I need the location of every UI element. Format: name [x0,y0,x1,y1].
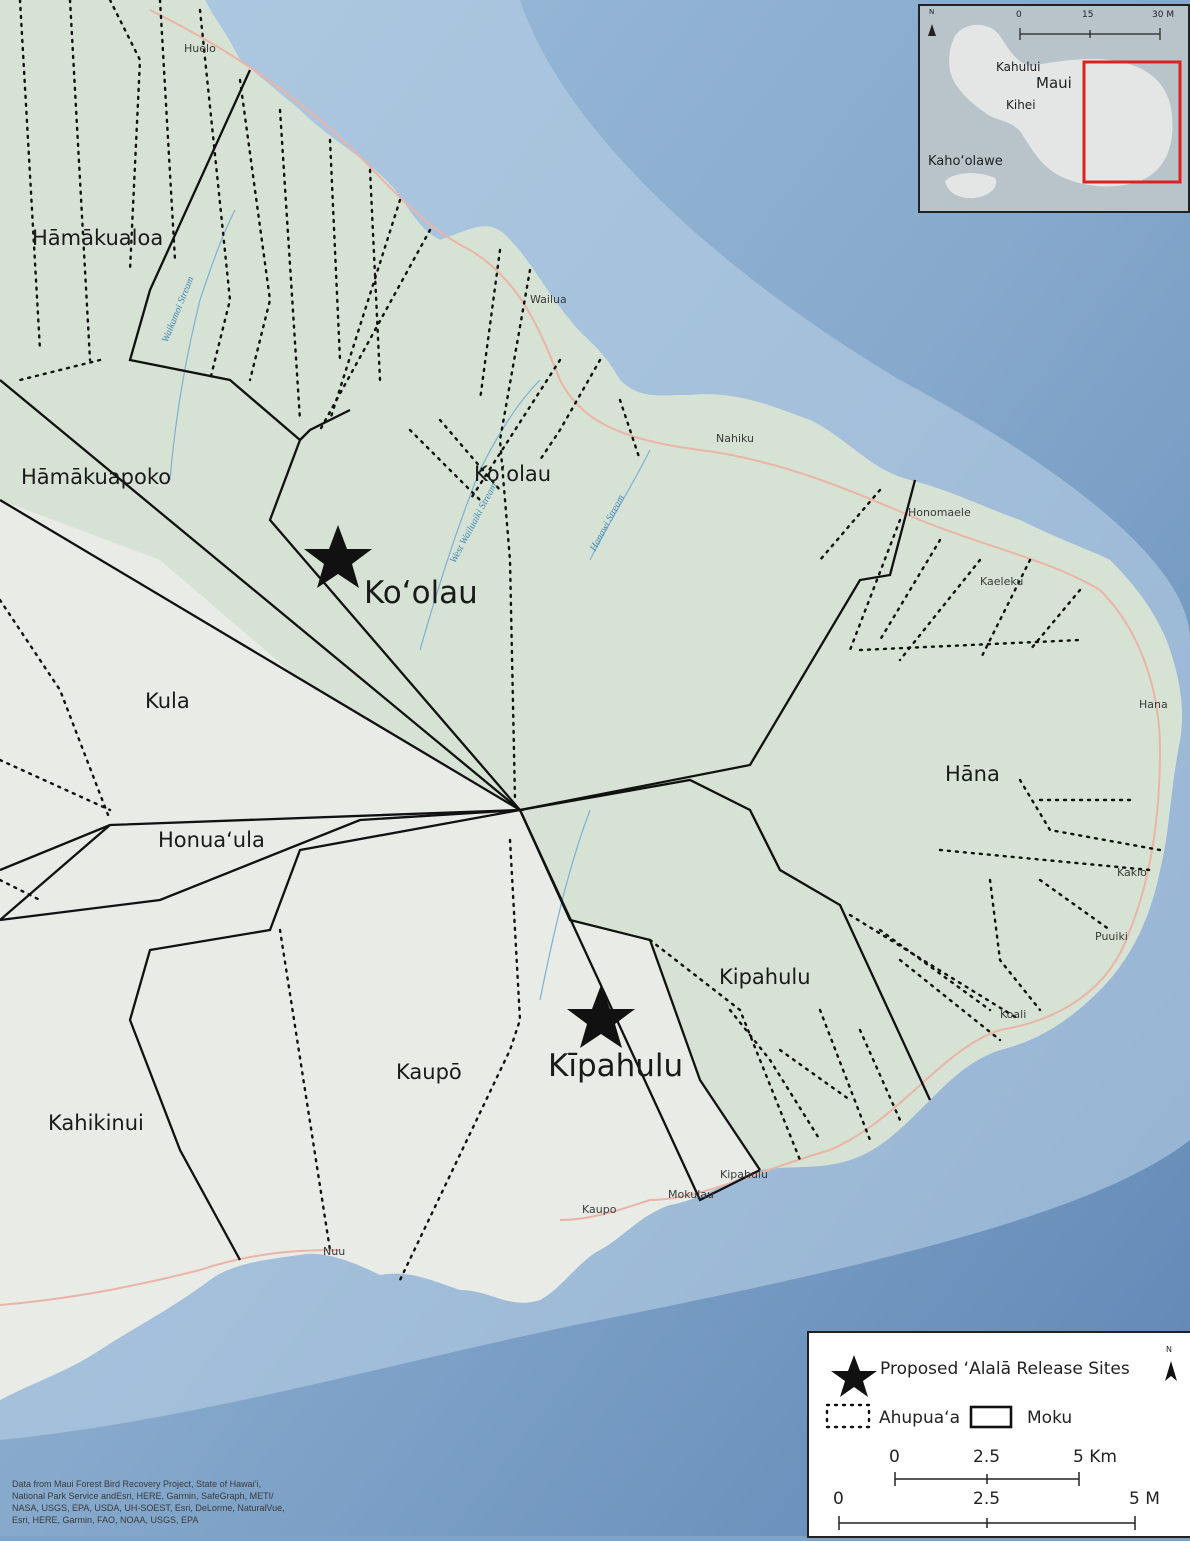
inset-label-kahului: Kahului [996,60,1041,74]
credit-line: Data from Maui Forest Bird Recovery Proj… [12,1479,262,1489]
data-credits: Data from Maui Forest Bird Recovery Proj… [12,1478,352,1526]
moku-label-kahikinui: Kahikinui [48,1111,144,1135]
legend-ahupuaa-label: Ahupua‘a [879,1408,960,1428]
legend-north-arrow-icon [1165,1361,1177,1381]
moku-label-hana: Hāna [945,762,1000,786]
moku-label-hamakuapoko: Hāmākuapoko [21,465,172,489]
inset-locator-map: N 0 15 30 M Kahului Maui Kihei Kaho‘olaw… [918,4,1190,213]
place-label-kaupo: Kaupo [582,1203,617,1216]
inset-label-maui: Maui [1036,74,1072,92]
moku-label-kula: Kula [145,689,190,713]
legend-release-sites-label: Proposed ‘Alalā Release Sites [880,1359,1130,1379]
legend-mi-tick-2-5: 2.5 [973,1489,1001,1509]
moku-label-kaupo: Kaupō [396,1060,462,1084]
inset-label-kihei: Kihei [1006,98,1036,112]
legend-ahupuaa-swatch [825,1403,871,1429]
place-label-kakio: Kakio [1117,866,1147,879]
legend-mi-tick-0: 0 [833,1489,844,1509]
credit-line: NASA, USGS, EPA, USDA, UH-SOEST, Esri, D… [12,1503,285,1513]
stream [589,449,651,561]
road [149,9,1162,1221]
credit-line: Esri, HERE, Garmin, FAO, NOAA, USGS, EPA [12,1515,199,1525]
moku-label-kipahulu: Kipahulu [719,965,811,989]
inset-maui-island [949,24,1173,187]
legend-north-label: N [1166,1345,1172,1354]
inset-extent-box [1082,60,1182,184]
legend-km-tick-2-5: 2.5 [973,1447,1001,1467]
place-label-huelo: Huelo [184,42,216,55]
inset-north-label: N [929,8,935,16]
stream [169,209,236,481]
release-site-label-kipahulu: Kīpahulu [548,1048,684,1084]
place-label-hana: Hana [1139,698,1168,711]
credit-line: National Park Service andEsri, HERE, Gar… [12,1491,274,1501]
legend-moku-swatch [969,1405,1013,1429]
moku-label-koolau: Ko‘olau [474,462,552,486]
inset-canvas [928,24,1182,199]
legend-mi-tick-5: 5 M [1129,1489,1160,1509]
inset-label-kahoolawe: Kaho‘olawe [928,154,1003,169]
legend-star-icon [831,1355,877,1397]
ahupuaa-boundaries [0,0,1162,1282]
inset-north-arrow-icon [928,24,936,36]
inset-scale-tick-30: 30 M [1152,10,1175,20]
place-label-kaeleku: Kaeleku [980,575,1024,588]
legend-km-tick-0: 0 [889,1447,900,1467]
place-label-kipahulu: Kipahulu [720,1168,768,1181]
place-label-wailua: Wailua [530,293,567,306]
place-label-puuiki: Puuiki [1095,930,1128,943]
stream [539,809,591,1001]
legend-moku-label: Moku [1027,1408,1073,1428]
moku-label-honuaula: Honua‘ula [158,828,265,852]
place-label-mokulau: Mokulau [668,1188,714,1201]
release-site-star-koolau [304,525,372,588]
stream [419,379,541,651]
inset-scale-tick-15: 15 [1082,10,1094,20]
place-label-nuu: Nuu [323,1245,346,1258]
road [0,1249,341,1306]
inset-scale-tick-0: 0 [1016,10,1022,20]
release-site-star-kipahulu [567,985,635,1048]
legend-canvas [825,1355,1177,1530]
map-legend: Proposed ‘Alalā Release Sites N Ahupua‘a… [807,1331,1190,1538]
place-label-koali: Koali [1000,1008,1027,1021]
place-label-honomaele: Honomaele [908,506,971,519]
place-label-nahiku: Nahiku [716,432,755,445]
forest-area [0,0,1182,1170]
legend-km-tick-5: 5 Km [1073,1447,1117,1467]
release-site-label-koolau: Ko‘olau [364,575,478,611]
moku-label-hamakualoa: Hāmākualoa [32,226,164,250]
inset-kahoolawe-island [945,173,997,199]
moku-boundaries [0,69,932,1261]
